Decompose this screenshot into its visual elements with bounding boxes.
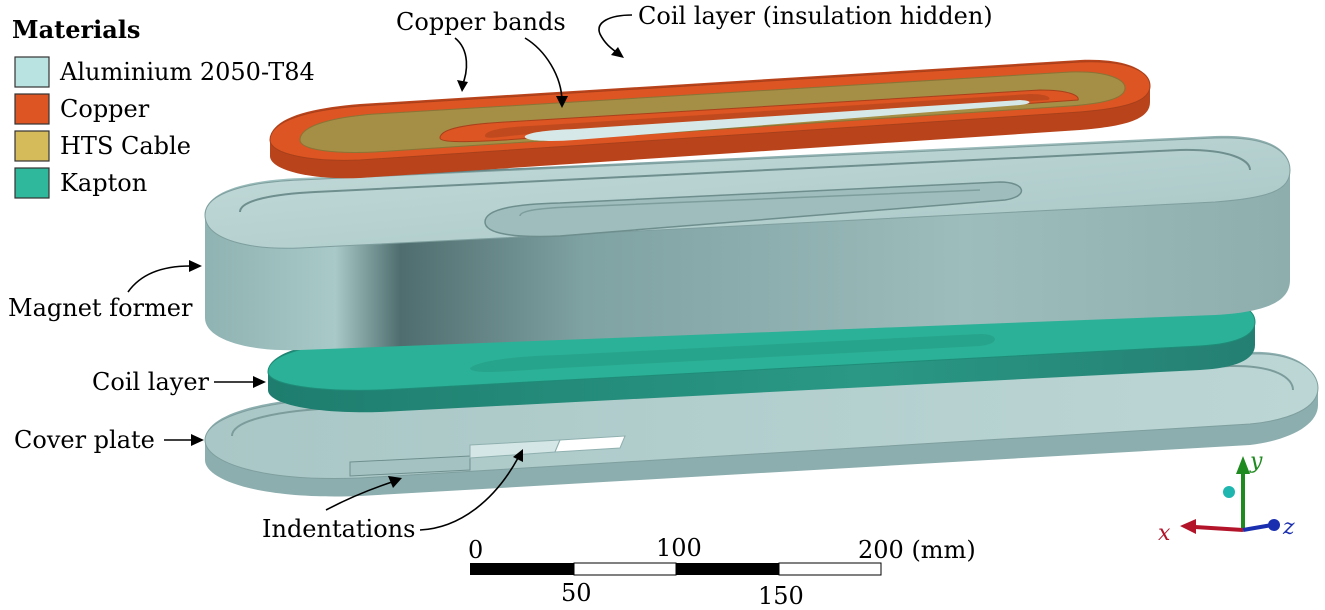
legend-label-copper: Copper — [60, 95, 150, 123]
copper-bands-arrow-1 — [454, 37, 468, 87]
label-cover-plate: Cover plate — [14, 426, 155, 454]
copper-bands-arrow-2 — [524, 37, 563, 103]
legend-swatch-hts — [14, 130, 50, 162]
y-axis-arrowhead-icon — [1236, 456, 1250, 474]
z-axis-line — [1242, 523, 1273, 532]
scale-label-150: 150 — [758, 582, 804, 610]
legend-label-hts: HTS Cable — [60, 132, 191, 160]
label-coil-layer-top: Coil layer (insulation hidden) — [638, 2, 993, 30]
magnet-former-arrow — [127, 265, 191, 293]
axis-label-y: y — [1249, 449, 1263, 474]
cover-plate — [204, 351, 1319, 497]
scale-label-0: 0 — [468, 536, 483, 564]
axis-label-z: z — [1282, 515, 1295, 540]
annotation-arrows — [127, 14, 633, 531]
scale-segment-3 — [676, 563, 779, 575]
z-axis-endpoint-icon — [1268, 519, 1280, 531]
coil-top-arrow — [598, 14, 633, 56]
indentations-arrow-2 — [419, 457, 519, 531]
legend-swatch-copper — [14, 93, 50, 125]
scale-segment-4 — [778, 562, 882, 576]
label-coil-layer: Coil layer — [92, 368, 210, 396]
label-copper-bands: Copper bands — [396, 8, 566, 36]
scale-segment-2 — [573, 562, 677, 576]
label-magnet-former: Magnet former — [8, 294, 193, 322]
axis-triad: y x z — [1158, 449, 1295, 546]
legend-swatch-kapton — [14, 167, 50, 199]
scale-segment-1 — [470, 563, 574, 575]
label-indentations: Indentations — [262, 515, 415, 543]
scale-label-100: 100 — [656, 534, 702, 562]
scale-bar: 0 100 200 (mm) 50 150 — [468, 534, 976, 610]
legend-label-kapton: Kapton — [60, 169, 147, 197]
scale-label-200-mm: 200 (mm) — [858, 536, 976, 564]
axis-label-x: x — [1158, 521, 1171, 546]
legend-title: Materials — [12, 15, 140, 44]
origin-marker-icon — [1223, 486, 1235, 498]
x-axis-arrowhead-icon — [1180, 519, 1196, 534]
top-coil-layer — [269, 59, 1151, 179]
legend-swatch-aluminium — [14, 56, 50, 88]
indentations-arrow-1 — [325, 481, 393, 511]
magnet-former — [204, 135, 1291, 351]
scale-label-50: 50 — [561, 579, 592, 607]
materials-legend: Materials Aluminium 2050-T84 Copper HTS … — [12, 15, 315, 199]
x-axis-line — [1194, 525, 1244, 532]
legend-label-aluminium: Aluminium 2050-T84 — [59, 58, 315, 86]
